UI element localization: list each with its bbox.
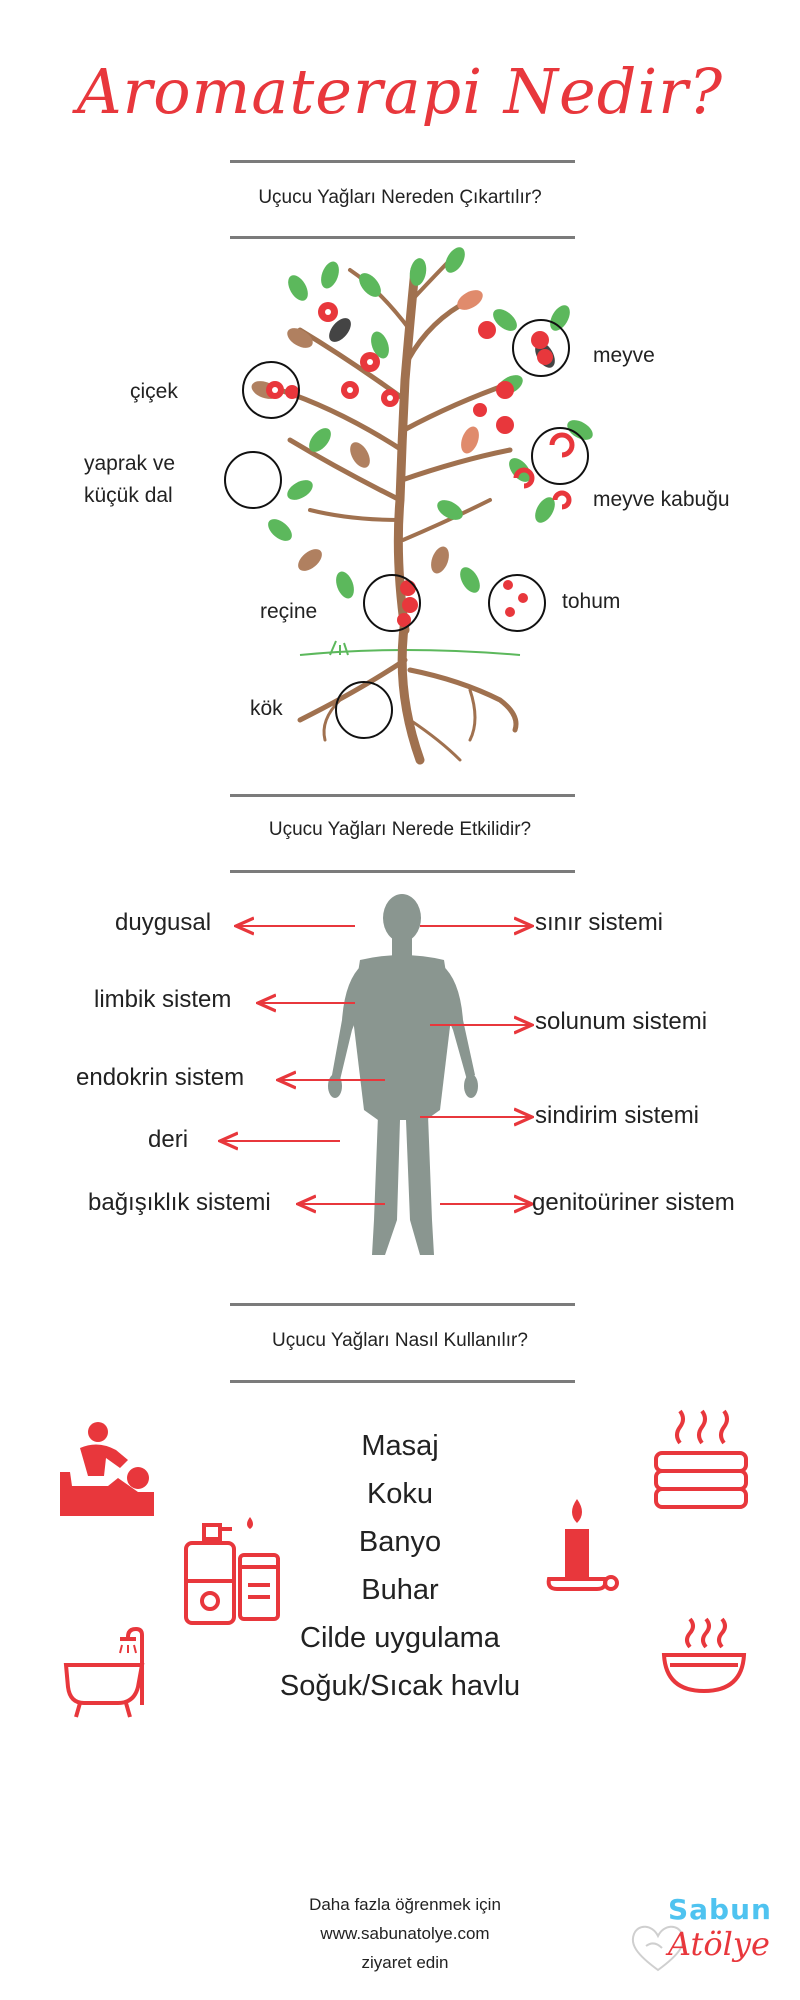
- effect-label-left-1: limbik sistem: [94, 986, 232, 1013]
- tree-label-fruit: meyve: [593, 344, 655, 367]
- usage-item: Masaj: [361, 1430, 439, 1462]
- tree-label-seed: tohum: [562, 590, 621, 613]
- divider: [230, 1380, 575, 1383]
- heart-logo-icon: [631, 1925, 685, 1972]
- divider: [230, 870, 575, 873]
- tree-label-resin: reçine: [260, 600, 318, 623]
- tree-label-flower: çiçek: [130, 380, 178, 403]
- divider: [230, 1303, 575, 1306]
- footer-line: Daha fazla öğrenmek için: [309, 1895, 501, 1914]
- candle-icon: [546, 1499, 619, 1591]
- effect-label-left-3: deri: [148, 1126, 189, 1153]
- effect-label-right-0: sınır sistemi: [535, 909, 664, 936]
- usage-item: Buhar: [361, 1574, 439, 1606]
- tree-label-leaf-line1: yaprak ve: [84, 452, 176, 475]
- usage-item: Cilde uygulama: [300, 1622, 500, 1654]
- steaming-bowl-icon: [661, 1617, 747, 1694]
- usage-list: Masaj Koku Banyo Buhar Cilde uygulama So…: [250, 1422, 550, 1710]
- hot-towels-icon: [654, 1409, 748, 1509]
- bathtub-icon: [63, 1626, 145, 1718]
- divider: [230, 794, 575, 797]
- tree-label-peel: meyve kabuğu: [593, 488, 730, 511]
- massage-icon: [60, 1422, 154, 1516]
- section-heading-effects: Uçucu Yağları Nerede Etkilidir?: [268, 819, 532, 840]
- tree-label-root: kök: [250, 697, 283, 720]
- section-heading-source: Uçucu Yağları Nereden Çıkartılır?: [258, 187, 542, 208]
- effect-label-left-4: bağışıklık sistemi: [88, 1189, 271, 1216]
- usage-item: Banyo: [358, 1526, 442, 1558]
- usage-item: Soğuk/Sıcak havlu: [279, 1670, 521, 1702]
- footer-website-link[interactable]: www.sabunatolye.com: [320, 1924, 490, 1943]
- usage-item: Koku: [366, 1478, 434, 1510]
- divider: [230, 160, 575, 163]
- tree-label-leaf-line2: küçük dal: [84, 484, 173, 507]
- brand-logo-bottom: Atölye: [668, 1925, 770, 1963]
- page-title: Aromaterapi Nedir?: [76, 55, 724, 128]
- effect-label-left-0: duygusal: [115, 909, 212, 936]
- footer: Daha fazla öğrenmek için www.sabunatolye…: [250, 1890, 560, 1977]
- footer-line: ziyaret edin: [361, 1953, 449, 1972]
- lotion-bottles-icon: [184, 1517, 280, 1625]
- brand-logo-top: Sabun: [668, 1893, 772, 1926]
- effect-label-right-1: solunum sistemi: [535, 1008, 708, 1035]
- divider: [230, 236, 575, 239]
- effect-label-left-2: endokrin sistem: [76, 1064, 245, 1091]
- effect-label-right-2: sindirim sistemi: [535, 1102, 700, 1129]
- section-heading-usage: Uçucu Yağları Nasıl Kullanılır?: [272, 1330, 528, 1351]
- effect-label-right-3: genitoüriner sistem: [532, 1189, 735, 1216]
